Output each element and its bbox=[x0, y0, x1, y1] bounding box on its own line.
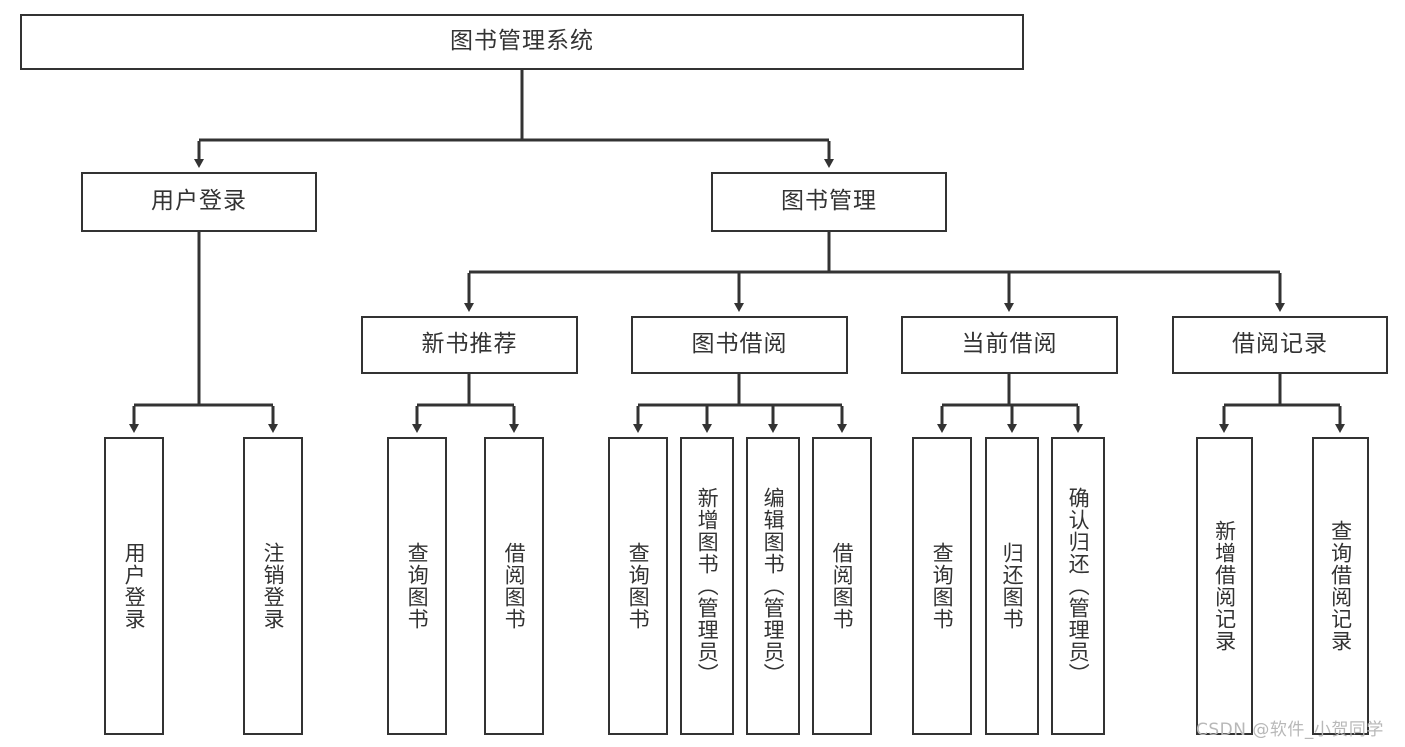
node-book-borrow-label: 图书借阅 bbox=[691, 331, 788, 358]
node-leaf-edit-book-admin-label: 编辑图书（管理员） bbox=[761, 487, 786, 685]
node-leaf-logout[interactable]: 注销登录 bbox=[243, 437, 303, 735]
node-leaf-borrow-book-1-label: 借阅图书 bbox=[502, 542, 527, 630]
node-leaf-query-book-1-label: 查询图书 bbox=[405, 542, 430, 630]
node-leaf-edit-book-admin[interactable]: 编辑图书（管理员） bbox=[746, 437, 800, 735]
node-user-login[interactable]: 用户登录 bbox=[81, 172, 317, 232]
node-leaf-return-book[interactable]: 归还图书 bbox=[985, 437, 1039, 735]
node-leaf-query-borrow-record-label: 查询借阅记录 bbox=[1328, 520, 1353, 652]
csdn-watermark: CSDN @软件_小贺同学 bbox=[1196, 720, 1384, 740]
node-borrow-record-label: 借阅记录 bbox=[1232, 331, 1328, 358]
node-leaf-query-book-2[interactable]: 查询图书 bbox=[608, 437, 668, 735]
node-leaf-add-book-admin-label: 新增图书（管理员） bbox=[695, 487, 720, 685]
node-root-label: 图书管理系统 bbox=[450, 28, 594, 55]
node-user-login-label: 用户登录 bbox=[151, 188, 247, 215]
node-book-manage[interactable]: 图书管理 bbox=[711, 172, 947, 232]
node-leaf-confirm-return-admin-label: 确认归还（管理员） bbox=[1066, 487, 1091, 685]
node-leaf-user-login-label: 用户登录 bbox=[122, 542, 147, 630]
node-leaf-logout-label: 注销登录 bbox=[261, 542, 286, 630]
node-leaf-borrow-book-2-label: 借阅图书 bbox=[830, 542, 855, 630]
node-leaf-query-book-1[interactable]: 查询图书 bbox=[387, 437, 447, 735]
node-leaf-borrow-book-2[interactable]: 借阅图书 bbox=[812, 437, 872, 735]
node-leaf-query-borrow-record[interactable]: 查询借阅记录 bbox=[1312, 437, 1369, 735]
node-leaf-borrow-book-1[interactable]: 借阅图书 bbox=[484, 437, 544, 735]
node-root[interactable]: 图书管理系统 bbox=[20, 14, 1024, 70]
node-current-borrow[interactable]: 当前借阅 bbox=[901, 316, 1118, 374]
node-leaf-user-login[interactable]: 用户登录 bbox=[104, 437, 164, 735]
node-book-manage-label: 图书管理 bbox=[781, 188, 877, 215]
node-borrow-record[interactable]: 借阅记录 bbox=[1172, 316, 1388, 374]
node-book-borrow[interactable]: 图书借阅 bbox=[631, 316, 848, 374]
node-current-borrow-label: 当前借阅 bbox=[961, 331, 1058, 358]
node-leaf-add-borrow-record[interactable]: 新增借阅记录 bbox=[1196, 437, 1253, 735]
node-leaf-return-book-label: 归还图书 bbox=[1000, 542, 1025, 630]
node-leaf-query-book-2-label: 查询图书 bbox=[626, 542, 651, 630]
node-new-book-recommend-label: 新书推荐 bbox=[421, 331, 518, 358]
node-leaf-add-borrow-record-label: 新增借阅记录 bbox=[1212, 520, 1237, 652]
node-leaf-add-book-admin[interactable]: 新增图书（管理员） bbox=[680, 437, 734, 735]
node-new-book-recommend[interactable]: 新书推荐 bbox=[361, 316, 578, 374]
node-leaf-query-book-3-label: 查询图书 bbox=[930, 542, 955, 630]
node-leaf-confirm-return-admin[interactable]: 确认归还（管理员） bbox=[1051, 437, 1105, 735]
node-leaf-query-book-3[interactable]: 查询图书 bbox=[912, 437, 972, 735]
